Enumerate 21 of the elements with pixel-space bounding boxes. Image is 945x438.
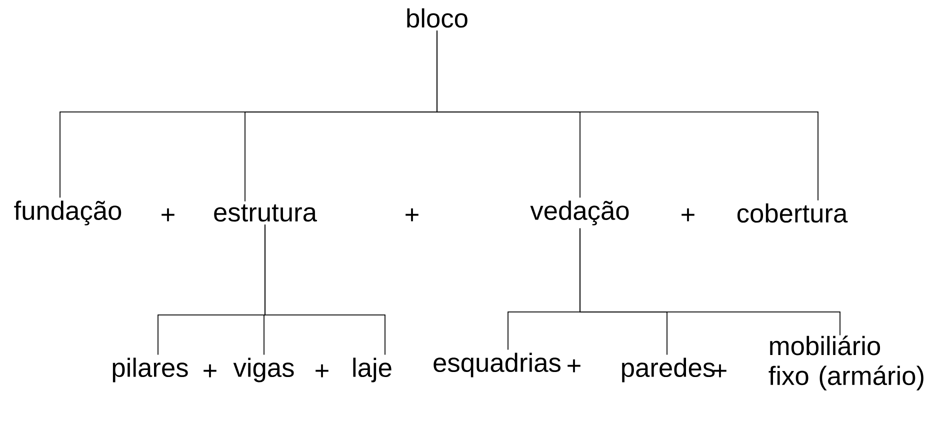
plus-sign: + [162, 208, 174, 222]
tree-label: paredes [622, 358, 715, 382]
tree-label: vigas [233, 358, 294, 382]
tree-label: cobertura [737, 203, 848, 223]
connector-line [580, 228, 840, 336]
tree-label: esquadrias [434, 352, 560, 378]
tree-label: bloco [407, 8, 468, 28]
plus-sign: + [568, 359, 580, 372]
tree-label: estrutura [214, 204, 318, 222]
plus-sign: + [682, 208, 694, 222]
tree-label: fundação [14, 200, 122, 226]
connector-line [436, 30, 818, 201]
tree-label: pilares [112, 358, 188, 382]
plus-sign: + [406, 208, 418, 222]
connector-line [264, 224, 386, 356]
plus-sign: + [316, 364, 328, 378]
plus-sign: + [714, 364, 726, 378]
tree-label: laje [353, 358, 392, 382]
tree-label: vedação [530, 200, 629, 226]
tree-label: mobiliário fixo (armário) [768, 336, 924, 390]
plus-sign: + [204, 364, 216, 378]
